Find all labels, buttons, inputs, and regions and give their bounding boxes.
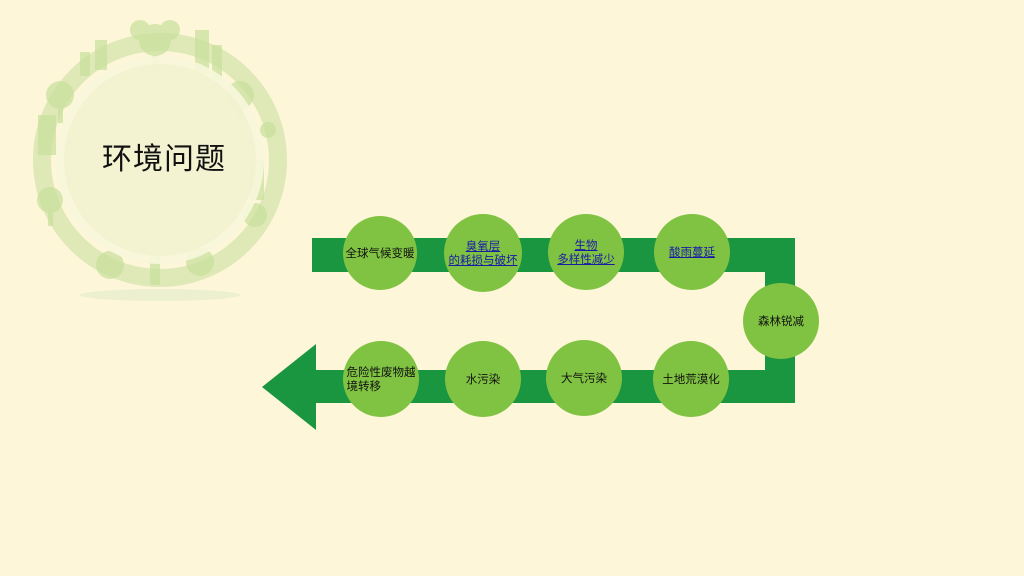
topic-node-global-warming: 全球气候变暖 [343,216,417,290]
topic-node-desertification: 土地荒漠化 [653,341,729,417]
topic-label-deforestation: 森林锐减 [758,314,804,328]
topic-label-global-warming: 全球气候变暖 [345,246,415,260]
topic-node-hazardous-waste: 危险性废物越 境转移 [343,341,419,417]
slide-title: 环境问题 [102,142,226,177]
topic-link-acid-rain[interactable]: 酸雨蔓延 [669,245,715,259]
topic-label-air-pollution: 大气污染 [561,371,607,385]
topic-label-water-pollution: 水污染 [465,372,501,386]
topic-label-hazardous-waste: 危险性废物越 境转移 [346,365,416,393]
topic-node-water-pollution: 水污染 [445,341,521,417]
topic-node-air-pollution: 大气污染 [546,340,622,416]
eco-globe-illustration [33,20,287,301]
topic-link-ozone[interactable]: 臭氧层 的耗损与破坏 [448,239,518,267]
topic-node-biodiversity[interactable]: 生物 多样性减少 [548,214,624,290]
topic-label-desertification: 土地荒漠化 [662,372,720,386]
topic-link-biodiversity[interactable]: 生物 多样性减少 [557,238,615,266]
topic-node-ozone[interactable]: 臭氧层 的耗损与破坏 [444,214,522,292]
topic-node-deforestation: 森林锐减 [743,283,819,359]
topic-node-acid-rain[interactable]: 酸雨蔓延 [654,214,730,290]
